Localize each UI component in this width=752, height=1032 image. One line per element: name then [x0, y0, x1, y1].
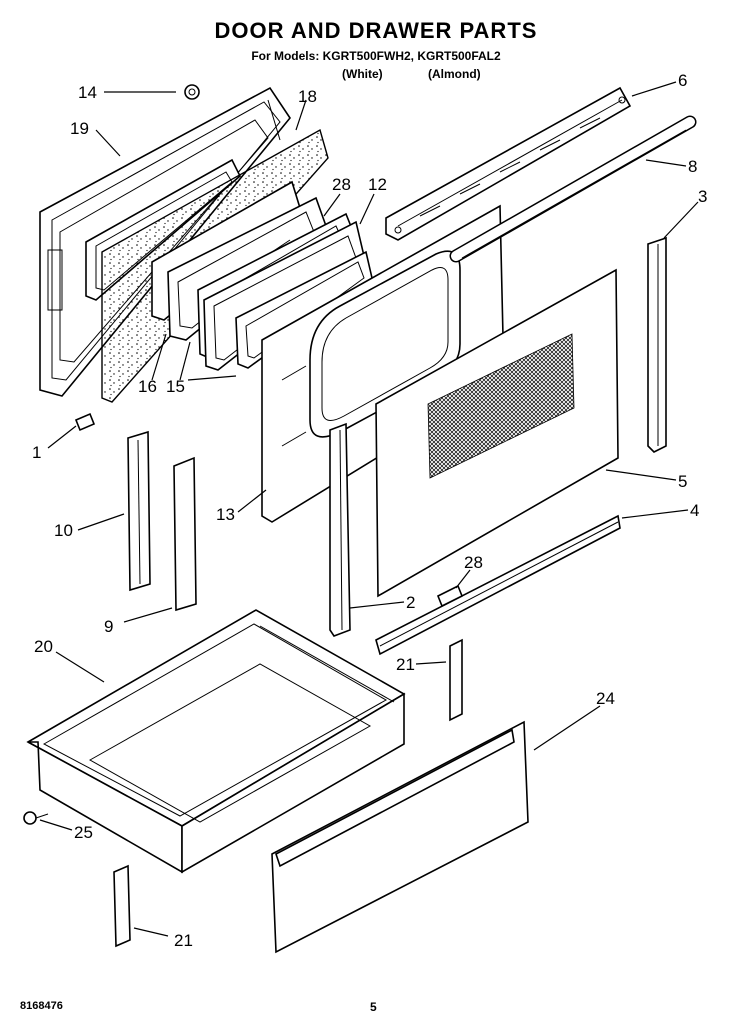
- callout-13: 13: [216, 505, 235, 524]
- callout-14: 14: [78, 83, 97, 102]
- callout-5: 5: [678, 472, 687, 491]
- callout-6: 6: [678, 71, 687, 90]
- callout-2: 2: [406, 593, 415, 612]
- model-list: For Models: KGRT500FWH2, KGRT500FAL2: [251, 49, 501, 63]
- variant-white: (White): [342, 67, 383, 81]
- callout-4: 4: [690, 501, 699, 520]
- door-liner: [261, 204, 505, 523]
- callout-1: 1: [32, 443, 41, 462]
- page-number: 5: [370, 1000, 377, 1014]
- leader-lines: [39, 81, 699, 937]
- door-vent-trim: [385, 86, 632, 241]
- document-number: 8168476: [20, 1000, 63, 1012]
- callout-16: 16: [138, 377, 157, 396]
- side-trim-left: [329, 422, 351, 637]
- side-trim-right: [647, 236, 667, 453]
- callout-28-lower: 28: [464, 553, 483, 572]
- callout-3: 3: [698, 187, 707, 206]
- screw-part-14: [184, 84, 200, 100]
- callout-24: 24: [596, 689, 615, 708]
- drawer-body: [26, 609, 406, 874]
- callout-21-upper: 21: [396, 655, 415, 674]
- callout-19: 19: [70, 119, 89, 138]
- door-bottom-trim: [375, 514, 621, 656]
- drawer-slide-upper: [449, 638, 463, 722]
- callout-18: 18: [298, 87, 317, 106]
- hinge-cover: [173, 456, 197, 612]
- callout-28-upper: 28: [332, 175, 351, 194]
- clip-part-1: [74, 412, 96, 432]
- drawer-slide-lower: [113, 864, 131, 948]
- callout-12: 12: [368, 175, 387, 194]
- door-handle: [449, 115, 697, 263]
- clip-part-28-lower: [436, 584, 464, 608]
- callout-25: 25: [74, 823, 93, 842]
- drawer-front-panel: [271, 720, 529, 954]
- callout-21-lower: 21: [174, 931, 193, 950]
- callout-10: 10: [54, 521, 73, 540]
- callout-9: 9: [104, 617, 113, 636]
- hinge-receptacle-left: [127, 430, 151, 592]
- variant-almond: (Almond): [428, 67, 481, 81]
- door-outer-glass: [375, 268, 619, 598]
- callout-20: 20: [34, 637, 53, 656]
- page-title: DOOR AND DRAWER PARTS: [214, 18, 538, 43]
- callout-15: 15: [166, 377, 185, 396]
- screw-part-25: [23, 811, 49, 825]
- callout-8: 8: [688, 157, 697, 176]
